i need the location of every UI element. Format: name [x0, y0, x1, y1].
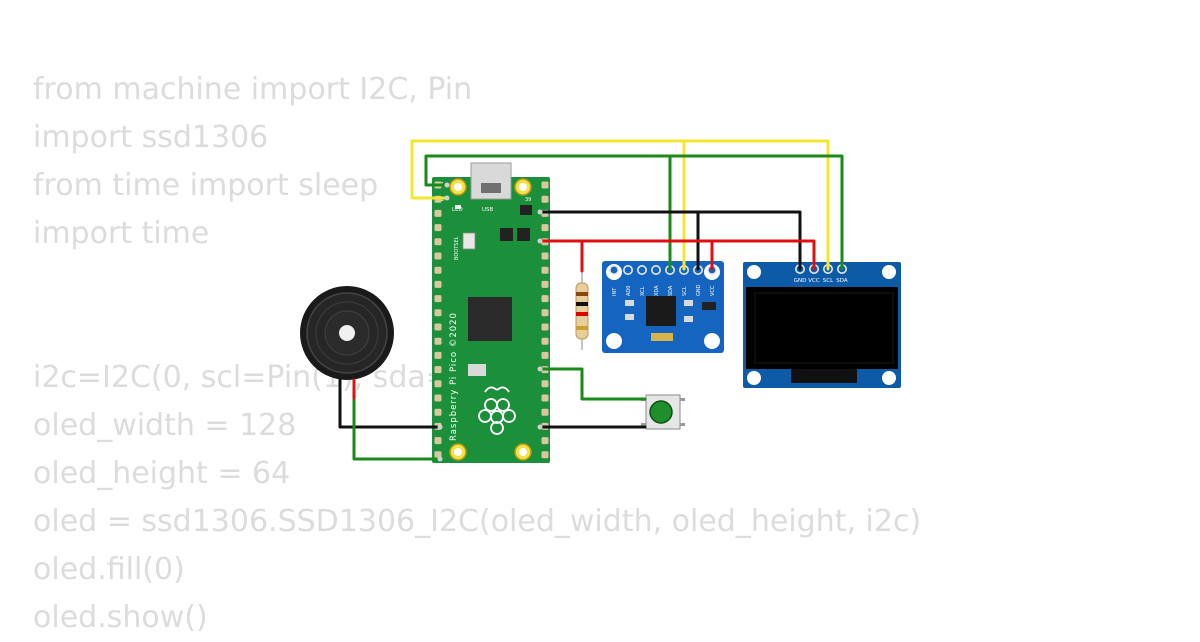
imu-pin-label: AD0	[626, 286, 632, 296]
bootsel-button[interactable]	[462, 232, 476, 250]
imu-pin-label: XDA	[654, 285, 660, 296]
gpio-pin-pad[interactable]	[541, 351, 549, 359]
gpio-pin-pad[interactable]	[541, 437, 549, 445]
gpio-pin-pad[interactable]	[434, 408, 442, 416]
wire-black	[696, 210, 802, 271]
code-line: from machine import I2C, Pin	[33, 72, 473, 107]
imu-pin-label: SCL	[682, 286, 688, 296]
gpio-pin-pad[interactable]	[434, 437, 442, 445]
usb-port-icon	[481, 183, 501, 193]
code-line: oled.show()	[33, 600, 208, 635]
raspberry-pi-pico-board[interactable]: Raspberry Pi Pico ©2020 LED USB BOOTSEL …	[432, 162, 550, 463]
usb-label: USB	[482, 207, 494, 213]
resistor[interactable]	[575, 268, 589, 350]
code-line: oled = ssd1306.SSD1306_I2C(oled_width, o…	[33, 504, 922, 539]
wire-red	[710, 239, 816, 271]
gpio-pin-pad[interactable]	[541, 309, 549, 317]
gpio-pin-pad[interactable]	[541, 337, 549, 345]
pico-vertical-label: Raspberry Pi Pico ©2020	[449, 312, 459, 441]
code-line: oled.fill(0)	[33, 552, 185, 587]
gpio-pin-pad[interactable]	[541, 323, 549, 331]
wire-black	[338, 378, 442, 429]
gpio-pin-pad[interactable]	[434, 224, 442, 232]
gpio-pin-pads[interactable]	[434, 181, 549, 459]
gpio-pin-pad[interactable]	[434, 280, 442, 288]
piezo-buzzer[interactable]	[300, 286, 394, 380]
wire-green	[538, 367, 647, 401]
code-line: import ssd1306	[33, 120, 269, 155]
imu-pin-label: GND	[696, 284, 702, 296]
gpio-pin-pad[interactable]	[541, 408, 549, 416]
gpio-pin-pad[interactable]	[434, 394, 442, 402]
gpio-pin-pad[interactable]	[541, 380, 549, 388]
imu-pin[interactable]	[608, 264, 619, 275]
pin-number-label: 39	[525, 197, 531, 203]
wire-green	[424, 154, 672, 271]
imu-pin[interactable]	[622, 264, 633, 275]
usb-connector	[470, 162, 512, 200]
imu-pin[interactable]	[636, 264, 647, 275]
gpio-pin-pad[interactable]	[434, 209, 442, 217]
gpio-pin-pad[interactable]	[541, 280, 549, 288]
led-label: LED	[452, 207, 463, 213]
oled-pin-label: SCL	[823, 278, 834, 284]
raspberry-logo-icon	[478, 386, 516, 435]
oled-pin-label: VCC	[808, 278, 820, 284]
imu-pin-label: VCC	[710, 285, 716, 296]
wire-green	[668, 154, 844, 271]
imu-pin-label: INT	[612, 287, 618, 296]
code-line: oled_height = 64	[33, 456, 291, 491]
oled-pin-label: SDA	[836, 278, 848, 284]
gpio-pin-pad[interactable]	[434, 266, 442, 274]
gpio-pin-pad[interactable]	[434, 337, 442, 345]
gpio-pin-pad[interactable]	[434, 380, 442, 388]
gpio-pin-pad[interactable]	[541, 266, 549, 274]
gpio-pin-pad[interactable]	[434, 323, 442, 331]
imu-header-pins[interactable]: INT AD0 XCL XDA SDA SCL GND VCC	[608, 264, 717, 296]
code-line: from time import sleep	[33, 168, 379, 203]
code-line: import time	[33, 216, 210, 251]
wire-green	[352, 378, 442, 461]
code-line: oled_width = 128	[33, 408, 297, 443]
gpio-pin-pad[interactable]	[541, 394, 549, 402]
oled-pin-label: GND	[794, 278, 807, 284]
led-indicator	[455, 205, 461, 209]
pin-number-label: 2	[441, 197, 444, 203]
wires	[338, 139, 844, 461]
imu-pin-label: SDA	[668, 285, 674, 296]
gpio-pin-pad[interactable]	[541, 451, 549, 459]
imu-module[interactable]: INT AD0 XCL XDA SDA SCL GND VCC	[602, 261, 724, 353]
imu-pin-label: XCL	[640, 286, 646, 296]
imu-pin[interactable]	[650, 264, 661, 275]
bootsel-label: BOOTSEL	[454, 236, 460, 260]
gpio-pin-pad[interactable]	[434, 295, 442, 303]
rp2040-chip	[468, 297, 512, 341]
gpio-pin-pad[interactable]	[434, 366, 442, 374]
imu-chip	[646, 296, 676, 326]
gpio-pin-pad[interactable]	[434, 351, 442, 359]
gpio-pin-pad[interactable]	[434, 252, 442, 260]
gpio-pin-pad[interactable]	[541, 195, 549, 203]
gpio-pin-pad[interactable]	[541, 224, 549, 232]
wire-yellow	[410, 139, 830, 271]
push-button[interactable]	[641, 394, 685, 430]
gpio-pin-pad[interactable]	[434, 238, 442, 246]
gpio-pin-pad[interactable]	[434, 309, 442, 317]
gpio-pin-pad[interactable]	[541, 295, 549, 303]
gpio-pin-pad[interactable]	[541, 252, 549, 260]
gpio-pin-pad[interactable]	[541, 181, 549, 189]
connection-dots	[437, 182, 543, 462]
